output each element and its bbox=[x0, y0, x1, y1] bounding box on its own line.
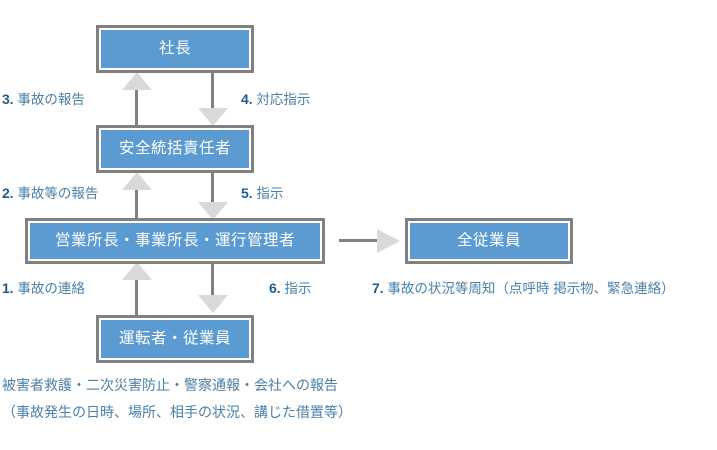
step-7-number: 7 bbox=[372, 280, 380, 296]
node-all-employees[interactable]: 全従業員 bbox=[405, 218, 573, 264]
step-2-number: 2 bbox=[2, 185, 10, 201]
step-label-1: 1. 事故の連絡 bbox=[2, 281, 85, 296]
step-label-7: 7. 事故の状況等周知（点呼時 掲示物、緊急連絡） bbox=[372, 281, 675, 296]
node-president[interactable]: 社長 bbox=[96, 25, 254, 73]
step-3-number: 3 bbox=[2, 91, 10, 107]
step-label-6: 6. 指示 bbox=[269, 281, 311, 296]
step-6-number: 6 bbox=[269, 280, 277, 296]
arrow-drivers-to-managers-up bbox=[122, 262, 152, 320]
step-3-text: 事故の報告 bbox=[17, 92, 85, 107]
node-drivers-employees-label: 運転者・従業員 bbox=[118, 330, 231, 348]
bottom-note-line-1: 被害者救護・二次災害防止・警察通報・会社への報告 bbox=[2, 377, 338, 393]
node-all-employees-label: 全従業員 bbox=[456, 232, 521, 250]
step-6-dot: . bbox=[276, 281, 281, 296]
step-label-5: 5. 指示 bbox=[241, 186, 283, 201]
arrow-safety-to-president-up bbox=[122, 72, 152, 128]
step-4-number: 4 bbox=[241, 91, 249, 107]
node-president-label: 社長 bbox=[158, 40, 191, 58]
arrow-president-to-safety-down bbox=[198, 70, 228, 126]
step-5-dot: . bbox=[248, 186, 253, 201]
arrow-managers-to-safety-up bbox=[122, 172, 152, 222]
node-safety-director[interactable]: 安全統括責任者 bbox=[96, 125, 254, 173]
node-office-managers[interactable]: 営業所長・事業所長・運行管理者 bbox=[25, 218, 325, 264]
step-1-dot: . bbox=[9, 281, 14, 296]
step-label-3: 3. 事故の報告 bbox=[2, 92, 85, 107]
step-5-number: 5 bbox=[241, 185, 249, 201]
step-7-dot: . bbox=[379, 281, 384, 296]
step-4-text: 対応指示 bbox=[256, 92, 311, 107]
step-5-text: 指示 bbox=[256, 186, 284, 201]
step-label-2: 2. 事故等の報告 bbox=[2, 186, 98, 201]
step-2-dot: . bbox=[9, 186, 14, 201]
step-1-text: 事故の連絡 bbox=[17, 281, 85, 296]
step-3-dot: . bbox=[9, 92, 14, 107]
step-2-text: 事故等の報告 bbox=[17, 186, 99, 201]
arrow-managers-to-drivers-down bbox=[198, 261, 228, 313]
step-6-text: 指示 bbox=[284, 281, 312, 296]
bottom-note-line-2: （事故発生の日時、場所、相手の状況、講じた借置等） bbox=[2, 404, 352, 420]
node-safety-director-label: 安全統括責任者 bbox=[118, 140, 231, 158]
node-office-managers-label: 営業所長・事業所長・運行管理者 bbox=[54, 232, 295, 250]
step-4-dot: . bbox=[248, 92, 253, 107]
bottom-note: 被害者救護・二次災害防止・警察通報・会社への報告 （事故発生の日時、場所、相手の… bbox=[2, 372, 352, 426]
node-drivers-employees[interactable]: 運転者・従業員 bbox=[96, 315, 254, 363]
arrow-safety-to-managers-down bbox=[198, 170, 228, 220]
step-7-text: 事故の状況等周知（点呼時 掲示物、緊急連絡） bbox=[387, 281, 675, 296]
step-label-4: 4. 対応指示 bbox=[241, 92, 310, 107]
step-1-number: 1 bbox=[2, 280, 10, 296]
arrow-managers-to-allstaff-right bbox=[339, 229, 400, 253]
